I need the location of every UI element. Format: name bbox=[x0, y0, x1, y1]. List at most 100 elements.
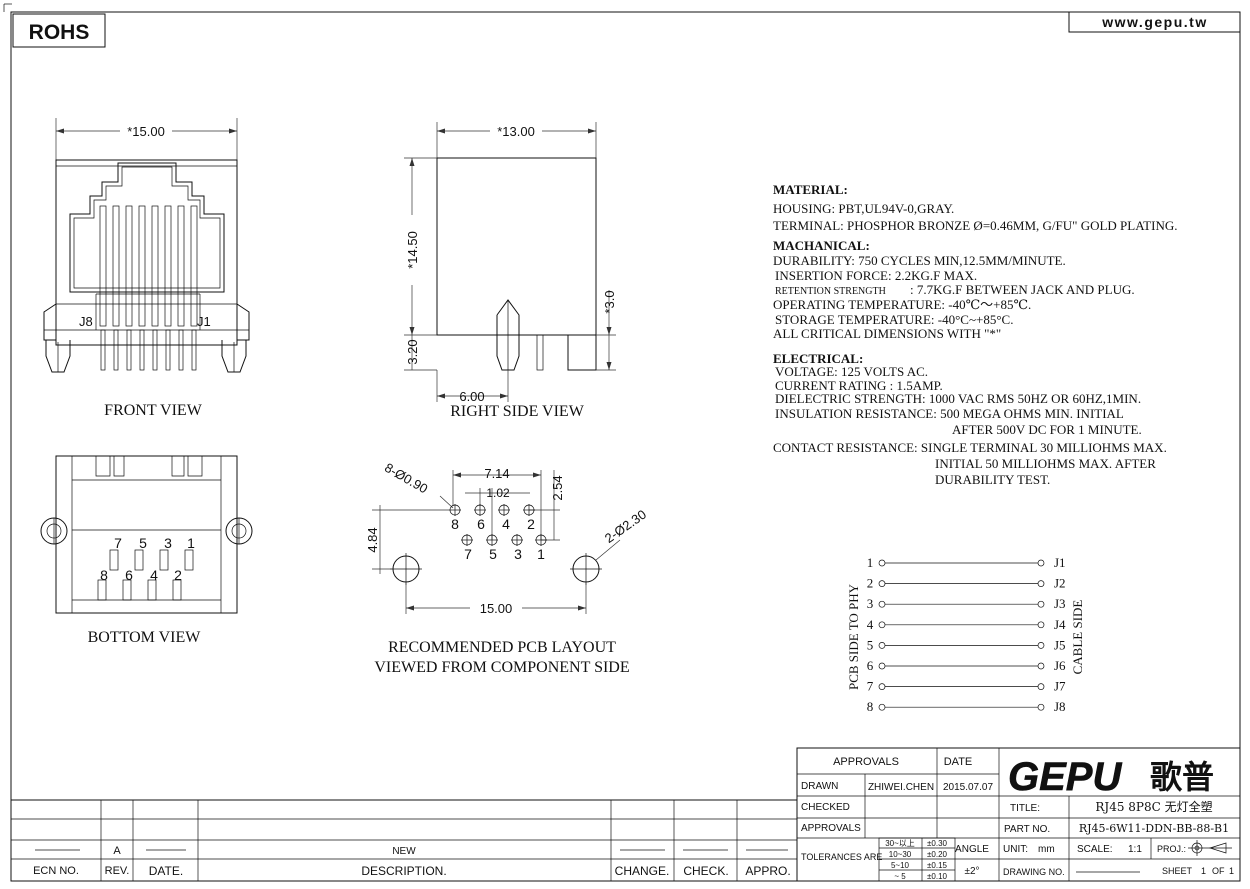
bottom-ear-left bbox=[40, 517, 68, 545]
pcb-pin-1: 1 bbox=[537, 546, 545, 562]
pcb-pin-3: 3 bbox=[514, 546, 522, 562]
pcb-dim-holes: 8-Ø0.90 bbox=[382, 460, 430, 496]
tb-approvals-header: APPROVALS bbox=[833, 756, 899, 768]
pcb-dim-mount: 2-Ø2.30 bbox=[602, 507, 649, 546]
revision-block: A NEW ECN NO. REV. DATE. DESCRIPTION. CH… bbox=[11, 799, 797, 881]
schematic-node-right bbox=[1037, 600, 1045, 608]
tb-proj-label: PROJ.: bbox=[1157, 844, 1186, 854]
tb-drawn-date: 2015.07.07 bbox=[943, 782, 993, 793]
bottom-pin-1: 1 bbox=[187, 535, 195, 551]
schematic-node-right bbox=[1037, 642, 1045, 649]
title-block: APPROVALS DATE DRAWN ZHIWEI.CHEN 2015.07… bbox=[796, 747, 1241, 882]
schematic-right-pin: J6 bbox=[1054, 658, 1066, 673]
tb-title-value: RJ45 8P8C 无灯全塑 bbox=[1095, 799, 1212, 814]
right-dim-offset: 6.00 bbox=[459, 389, 484, 404]
tb-sheet-label: SHEET bbox=[1162, 866, 1193, 876]
material-terminal: TERMINAL: PHOSPHOR BRONZE Ø=0.46MM, G/FU… bbox=[773, 218, 1177, 233]
right-dim-width: *13.00 bbox=[497, 124, 535, 139]
schematic-right-pin: J4 bbox=[1054, 617, 1066, 632]
tb-drawn-label: DRAWN bbox=[801, 781, 838, 792]
tb-tol-range-3: 5~10 bbox=[891, 861, 910, 870]
bottom-view: 7 5 3 1 8 6 4 2 BOTTOM VIEW bbox=[40, 455, 253, 646]
mech-retention-value: : 7.7KG.F BETWEEN JACK AND PLUG. bbox=[910, 282, 1135, 297]
schematic-left-pin: 8 bbox=[867, 699, 874, 714]
revision-header-appro: APPRO. bbox=[745, 864, 790, 878]
schematic-left-pin: 6 bbox=[867, 658, 874, 673]
schematic-left-pin: 4 bbox=[867, 617, 874, 632]
schematic-left-pin: 2 bbox=[867, 576, 874, 591]
logo-latin: GEPU bbox=[1008, 755, 1122, 799]
schematic-node-left bbox=[878, 559, 886, 567]
revision-header-date: DATE. bbox=[149, 864, 183, 878]
tb-partno-label: PART NO. bbox=[1004, 824, 1050, 835]
bottom-pin-2: 2 bbox=[174, 567, 182, 583]
schematic-node-left bbox=[878, 600, 886, 608]
schematic-row: 4 J4 bbox=[867, 617, 1066, 632]
schematic-node-left bbox=[878, 621, 886, 629]
mech-durability: DURABILITY: 750 CYCLES MIN,12.5MM/MINUTE… bbox=[773, 253, 1066, 268]
tb-sheet-of: OF bbox=[1212, 866, 1225, 876]
elec-dielectric: DIELECTRIC STRENGTH: 1000 VAC RMS 50HZ O… bbox=[775, 391, 1141, 406]
website-box: www.gepu.tw bbox=[1068, 11, 1241, 33]
tb-tol-range-2: 10~30 bbox=[889, 850, 912, 859]
pcb-pin-8: 8 bbox=[451, 516, 459, 532]
pcb-title-line1: RECOMMENDED PCB LAYOUT bbox=[388, 639, 616, 656]
schematic-right-pin: J3 bbox=[1054, 596, 1066, 611]
right-dim-bottom: 3.20 bbox=[405, 339, 420, 364]
front-view: *15.00 bbox=[43, 118, 250, 419]
pcb-pin-2: 2 bbox=[527, 516, 535, 532]
schematic-right-pin: J7 bbox=[1054, 679, 1066, 694]
tb-sheet-value: 1 bbox=[1201, 866, 1206, 876]
schematic-node-right bbox=[1037, 559, 1045, 567]
schematic-left-pin: 7 bbox=[867, 679, 874, 694]
elec-contact-3: DURABILITY TEST. bbox=[935, 472, 1050, 487]
revision-header-rev: REV. bbox=[105, 865, 130, 877]
schematic-row: 2 J2 bbox=[867, 576, 1066, 591]
revision-header-check: CHECK. bbox=[683, 864, 728, 878]
tb-date-header: DATE bbox=[944, 756, 973, 768]
pcb-dim-span: 7.14 bbox=[484, 466, 509, 481]
tb-scale-label: SCALE: bbox=[1077, 844, 1113, 855]
projection-symbol-icon bbox=[1188, 840, 1232, 856]
pcb-pin-5: 5 bbox=[489, 546, 497, 562]
tb-checked-label: CHECKED bbox=[801, 802, 850, 813]
right-dim-height: *14.50 bbox=[405, 231, 420, 269]
front-label-j8: J8 bbox=[79, 314, 93, 329]
elec-insulation-1: INSULATION RESISTANCE: 500 MEGA OHMS MIN… bbox=[775, 406, 1124, 421]
mech-critical: ALL CRITICAL DIMENSIONS WITH "*" bbox=[773, 326, 1001, 341]
rohs-label: ROHS bbox=[29, 21, 90, 44]
front-label-j1: J1 bbox=[197, 314, 211, 329]
tb-sheet-total: 1 bbox=[1229, 866, 1234, 876]
front-pins bbox=[100, 329, 197, 371]
schematic-row: 6 J6 bbox=[867, 658, 1066, 673]
schematic-node-right bbox=[1037, 662, 1045, 670]
right-side-view: *13.00 *14.50 3.20 *3.0 6.00 RIGH bbox=[404, 122, 617, 420]
electrical-heading: ELECTRICAL: bbox=[773, 351, 863, 366]
rohs-box: ROHS bbox=[12, 13, 106, 48]
pcb-mount-right bbox=[570, 553, 602, 585]
schematic-right-pin: J2 bbox=[1054, 576, 1066, 591]
tb-tol-range-4: ~ 5 bbox=[894, 872, 906, 881]
revision-description-value: NEW bbox=[392, 846, 416, 857]
revision-header-change: CHANGE. bbox=[615, 864, 670, 878]
pcb-title-line2: VIEWED FROM COMPONENT SIDE bbox=[374, 659, 629, 676]
front-contacts bbox=[99, 205, 198, 327]
mechanical-heading: MACHANICAL: bbox=[773, 238, 870, 253]
mech-storage-temp: STORAGE TEMPERATURE: -40°C~+85°C. bbox=[775, 312, 1013, 327]
sheet-border bbox=[3, 3, 1241, 882]
material-heading: MATERIAL: bbox=[773, 182, 848, 197]
elec-voltage: VOLTAGE: 125 VOLTS AC. bbox=[775, 364, 928, 379]
right-view-title: RIGHT SIDE VIEW bbox=[450, 403, 585, 420]
tb-tol-value-2: ±0.20 bbox=[927, 850, 948, 859]
schematic-node-right bbox=[1037, 580, 1045, 587]
gepu-logo: GEPU 歌普 bbox=[1008, 755, 1214, 800]
material-housing: HOUSING: PBT,UL94V-0,GRAY. bbox=[773, 201, 954, 216]
logo-cjk: 歌普 bbox=[1150, 758, 1214, 796]
tb-title-label: TITLE: bbox=[1010, 803, 1040, 814]
pcb-mount-left bbox=[390, 553, 422, 585]
pcb-dim-row: 2.54 bbox=[550, 475, 565, 500]
schematic-row: 7 J7 bbox=[867, 679, 1066, 694]
